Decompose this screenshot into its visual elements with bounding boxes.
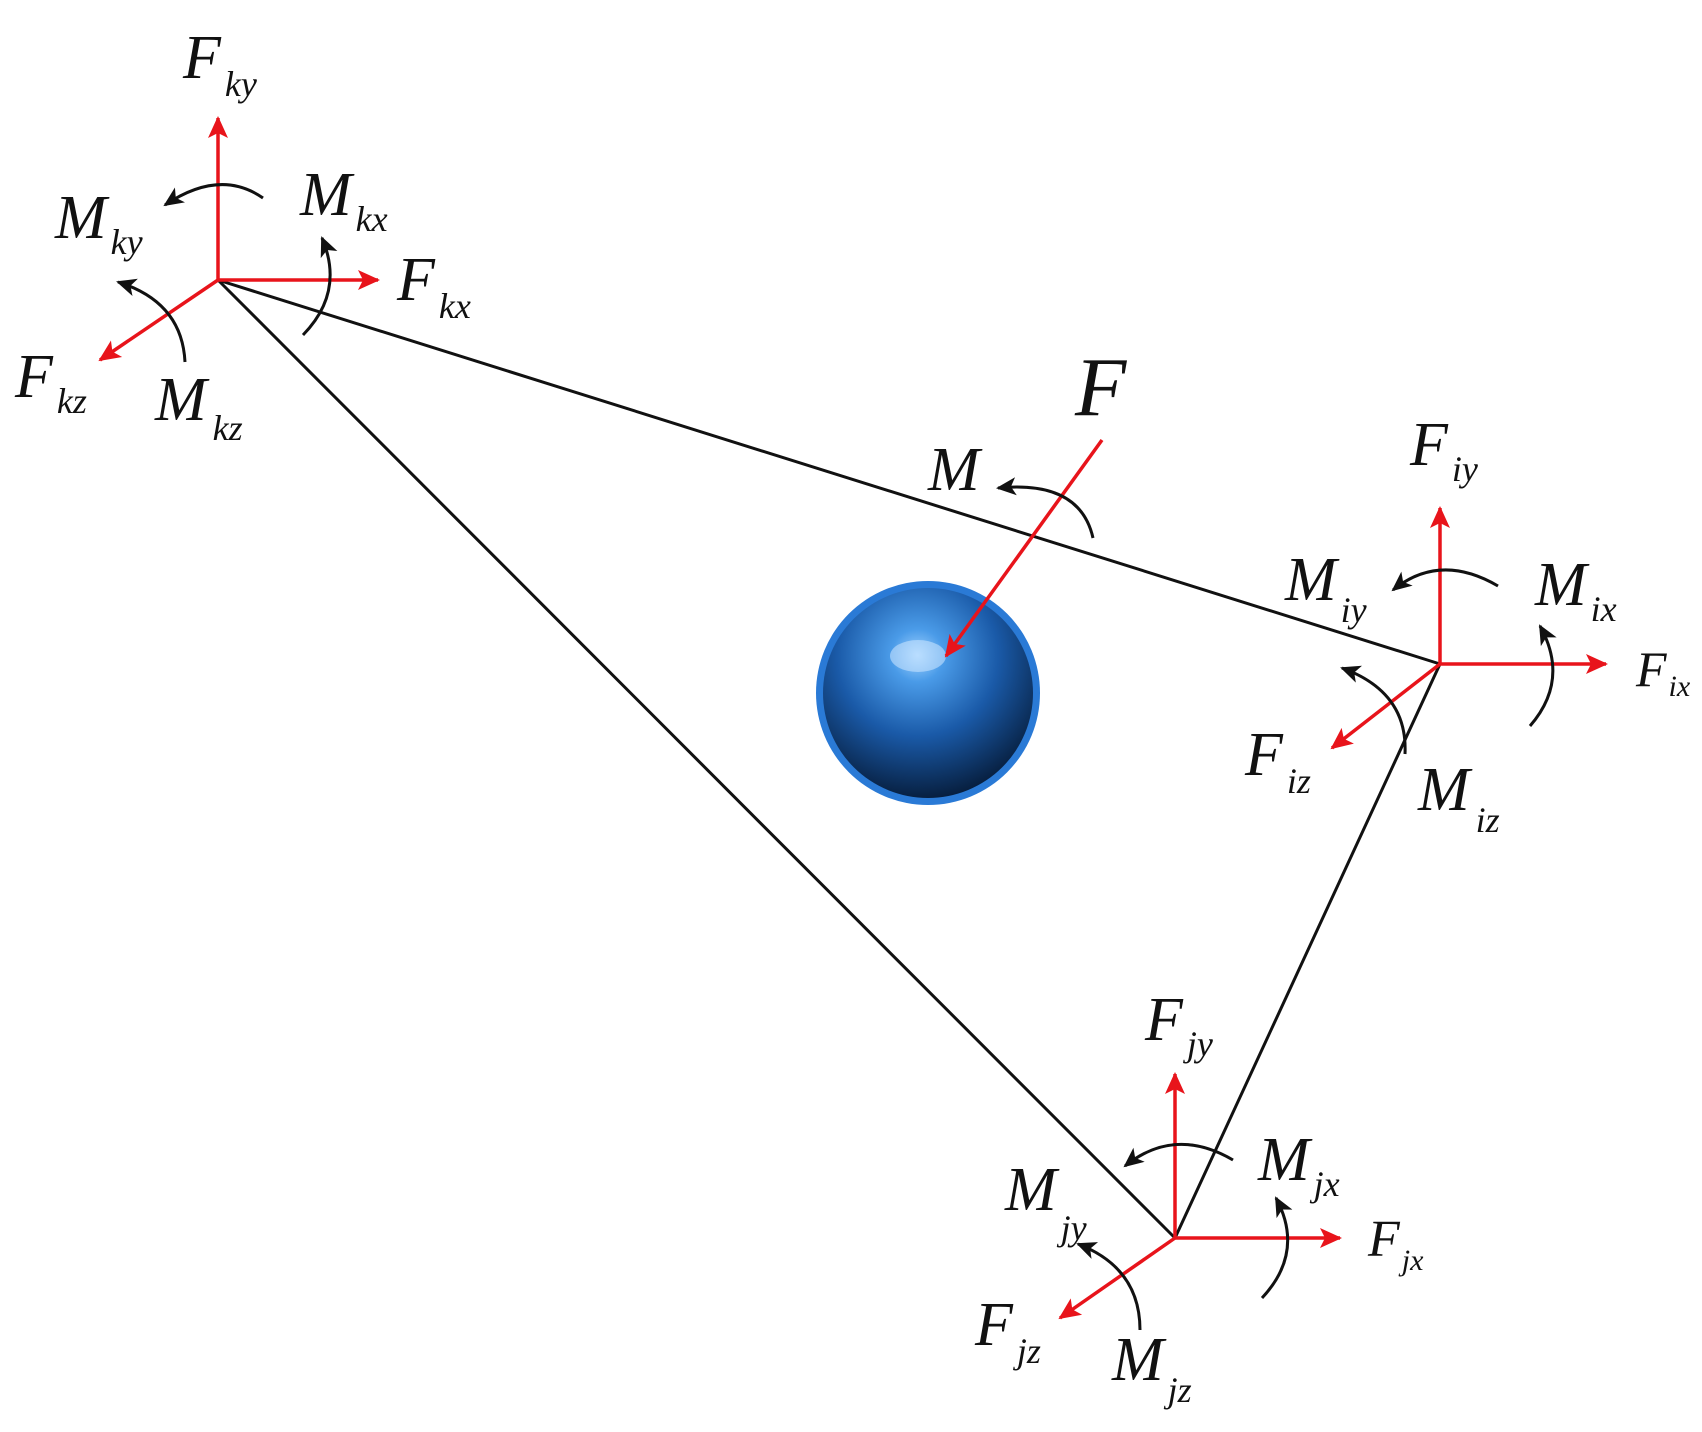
- moment-arrow-M: [996, 477, 1095, 539]
- load-sphere: [816, 581, 1040, 805]
- node-i: [1330, 506, 1608, 755]
- label-F-ix: Fix: [1635, 641, 1691, 703]
- force-arrow-kz: [98, 278, 219, 362]
- moment-arrow-iy: [1391, 568, 1499, 592]
- edge-k-i: [217, 278, 1441, 666]
- node-k: [98, 116, 380, 363]
- force-arrow-iz: [1330, 662, 1442, 750]
- label-F: F: [1074, 341, 1128, 434]
- moment-arrow-kz: [116, 278, 187, 363]
- moment-arrow-jx: [1260, 1196, 1293, 1300]
- moment-arrow-jy: [1123, 1143, 1234, 1168]
- sphere-highlight: [890, 640, 946, 672]
- moment-arrow-jz: [1076, 1242, 1142, 1331]
- edge-i-j: [1173, 663, 1442, 1239]
- edge-j-k: [216, 278, 1177, 1240]
- label-F-jx: Fjx: [1367, 1211, 1424, 1277]
- sphere-body: [823, 588, 1033, 798]
- moment-arrow-iz: [1340, 665, 1407, 755]
- moment-arrow-ix: [1528, 624, 1557, 727]
- applied-load: [944, 438, 1104, 658]
- force-arrow-F: [944, 438, 1104, 658]
- label-M: M: [927, 436, 983, 504]
- label-M-jy: Mjy: [1004, 1156, 1087, 1248]
- moment-arrow-ky: [163, 183, 264, 207]
- moment-arrow-kx: [301, 236, 338, 337]
- node-j: [1058, 1072, 1342, 1331]
- triangle-element: [216, 278, 1442, 1240]
- force-arrow-jz: [1058, 1236, 1176, 1320]
